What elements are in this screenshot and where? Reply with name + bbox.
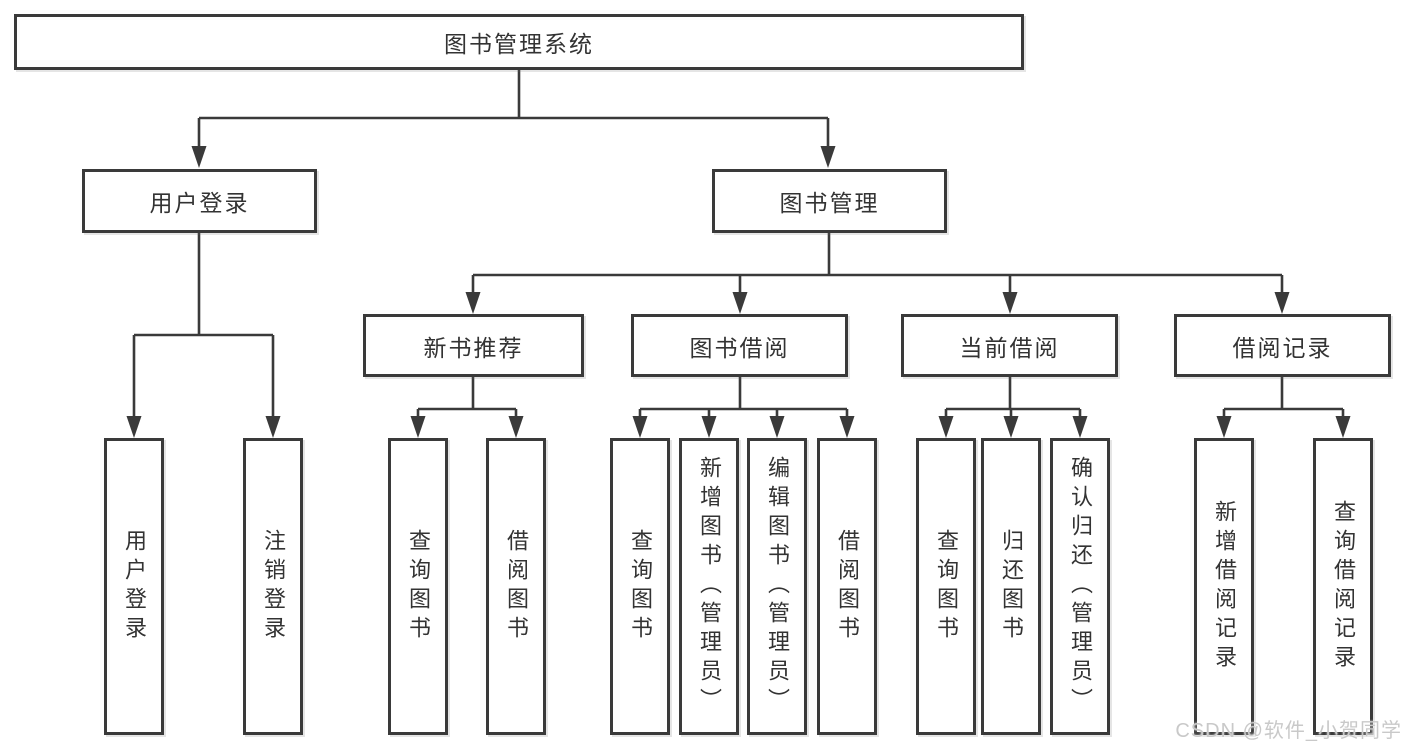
node-borrow-records: 借阅记录 [1174,314,1391,377]
leaf-add-books-admin-label: 新增图书（管理员） [697,456,722,717]
leaf-query-books-borrow: 查询图书 [610,438,670,735]
leaf-add-borrow-record-label: 新增借阅记录 [1212,499,1237,674]
connector-book-borrow [632,377,855,438]
leaf-query-books-recommend-label: 查询图书 [406,528,431,645]
connector-borrow-records [1216,377,1351,438]
csdn-watermark: CSDN @软件_小贺同学 [1175,720,1402,742]
leaf-query-borrow-record: 查询借阅记录 [1313,438,1373,735]
node-new-book-recommend: 新书推荐 [363,314,584,377]
leaf-borrow-books-recommend: 借阅图书 [486,438,546,735]
node-root: 图书管理系统 [14,14,1024,70]
leaf-return-books: 归还图书 [981,438,1041,735]
node-borrow-records-label: 借阅记录 [1232,334,1333,361]
leaf-borrow-books-recommend-label: 借阅图书 [504,528,529,645]
node-root-label: 图书管理系统 [444,31,594,57]
leaf-user-login: 用户登录 [104,438,164,735]
node-book-borrow-label: 图书借阅 [689,334,790,361]
leaf-query-books-current: 查询图书 [916,438,976,735]
leaf-borrow-books-label: 借阅图书 [835,528,860,645]
leaf-logout-login: 注销登录 [243,438,303,735]
node-book-borrow: 图书借阅 [631,314,848,377]
leaf-confirm-return-admin-label: 确认归还（管理员） [1068,456,1093,717]
connector-book-management [465,233,1290,314]
leaf-borrow-books: 借阅图书 [817,438,877,735]
node-new-book-recommend-label: 新书推荐 [423,334,524,361]
leaf-add-books-admin: 新增图书（管理员） [679,438,739,735]
leaf-edit-books-admin: 编辑图书（管理员） [747,438,807,735]
leaf-query-books-borrow-label: 查询图书 [628,528,653,645]
node-book-management-label: 图书管理 [779,190,880,216]
connector-root [191,70,836,168]
leaf-query-books-current-label: 查询图书 [934,528,959,645]
leaf-logout-login-label: 注销登录 [261,528,286,645]
leaf-query-books-recommend: 查询图书 [388,438,448,735]
connector-current-borrow [938,377,1088,438]
leaf-add-borrow-record: 新增借阅记录 [1194,438,1254,735]
leaf-confirm-return-admin: 确认归还（管理员） [1050,438,1110,735]
node-book-management: 图书管理 [712,169,947,233]
leaf-user-login-label: 用户登录 [122,528,147,645]
leaf-query-borrow-record-label: 查询借阅记录 [1331,499,1356,674]
connector-user-login [126,233,281,438]
node-current-borrow: 当前借阅 [901,314,1118,377]
leaf-edit-books-admin-label: 编辑图书（管理员） [765,456,790,717]
connector-new-book [410,377,524,438]
node-user-login-label: 用户登录 [149,190,250,216]
leaf-return-books-label: 归还图书 [999,528,1024,645]
node-current-borrow-label: 当前借阅 [959,334,1060,361]
node-user-login: 用户登录 [82,169,317,233]
